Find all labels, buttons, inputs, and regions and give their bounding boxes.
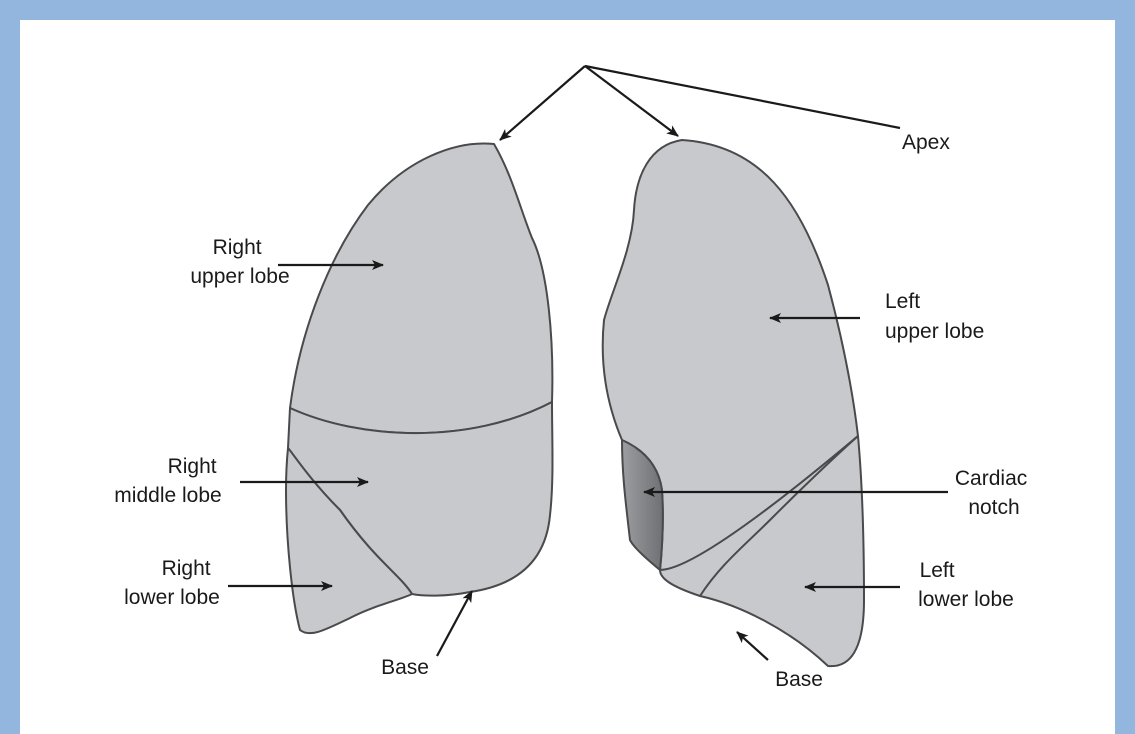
- label-right-middle-line1: Right: [168, 455, 217, 478]
- label-left-upper-line1: Left: [885, 290, 920, 313]
- arrow-base-left: [737, 632, 768, 660]
- label-right-lower-line1: Right: [162, 557, 211, 580]
- label-right-upper: Right upper lobe: [190, 236, 289, 288]
- label-right-upper-line2: upper lobe: [190, 265, 289, 288]
- apex-arrow-right: [500, 66, 585, 140]
- label-left-upper: Left upper lobe: [885, 290, 984, 343]
- label-left-lower-line2: lower lobe: [918, 588, 1014, 611]
- label-left-upper-line2: upper lobe: [885, 320, 984, 343]
- label-cardiac-notch: Cardiac notch: [955, 467, 1033, 519]
- label-left-lower: Left lower lobe: [918, 559, 1014, 611]
- label-right-lower-line2: lower lobe: [124, 586, 220, 609]
- arrow-base-right: [437, 591, 472, 656]
- label-cardiac-line2: notch: [968, 496, 1019, 519]
- right-upper-lobe: [290, 144, 552, 434]
- apex-leader: [585, 66, 900, 128]
- label-apex: Apex: [902, 131, 950, 154]
- label-right-middle-line2: middle lobe: [114, 484, 221, 507]
- label-base-left: Base: [775, 668, 823, 691]
- labels: Apex Right upper lobe Right middle lobe …: [114, 131, 1033, 691]
- label-left-lower-line1: Left: [920, 559, 955, 582]
- right-lung: [286, 144, 553, 634]
- lungs-diagram: Apex Right upper lobe Right middle lobe …: [20, 20, 1115, 734]
- label-base-right: Base: [381, 656, 429, 679]
- label-right-lower: Right lower lobe: [124, 557, 220, 609]
- label-cardiac-line1: Cardiac: [955, 467, 1027, 490]
- diagram-panel: Apex Right upper lobe Right middle lobe …: [20, 20, 1115, 734]
- apex-arrow-left: [585, 66, 678, 136]
- label-right-middle: Right middle lobe: [114, 455, 222, 507]
- label-right-upper-line1: Right: [213, 236, 262, 259]
